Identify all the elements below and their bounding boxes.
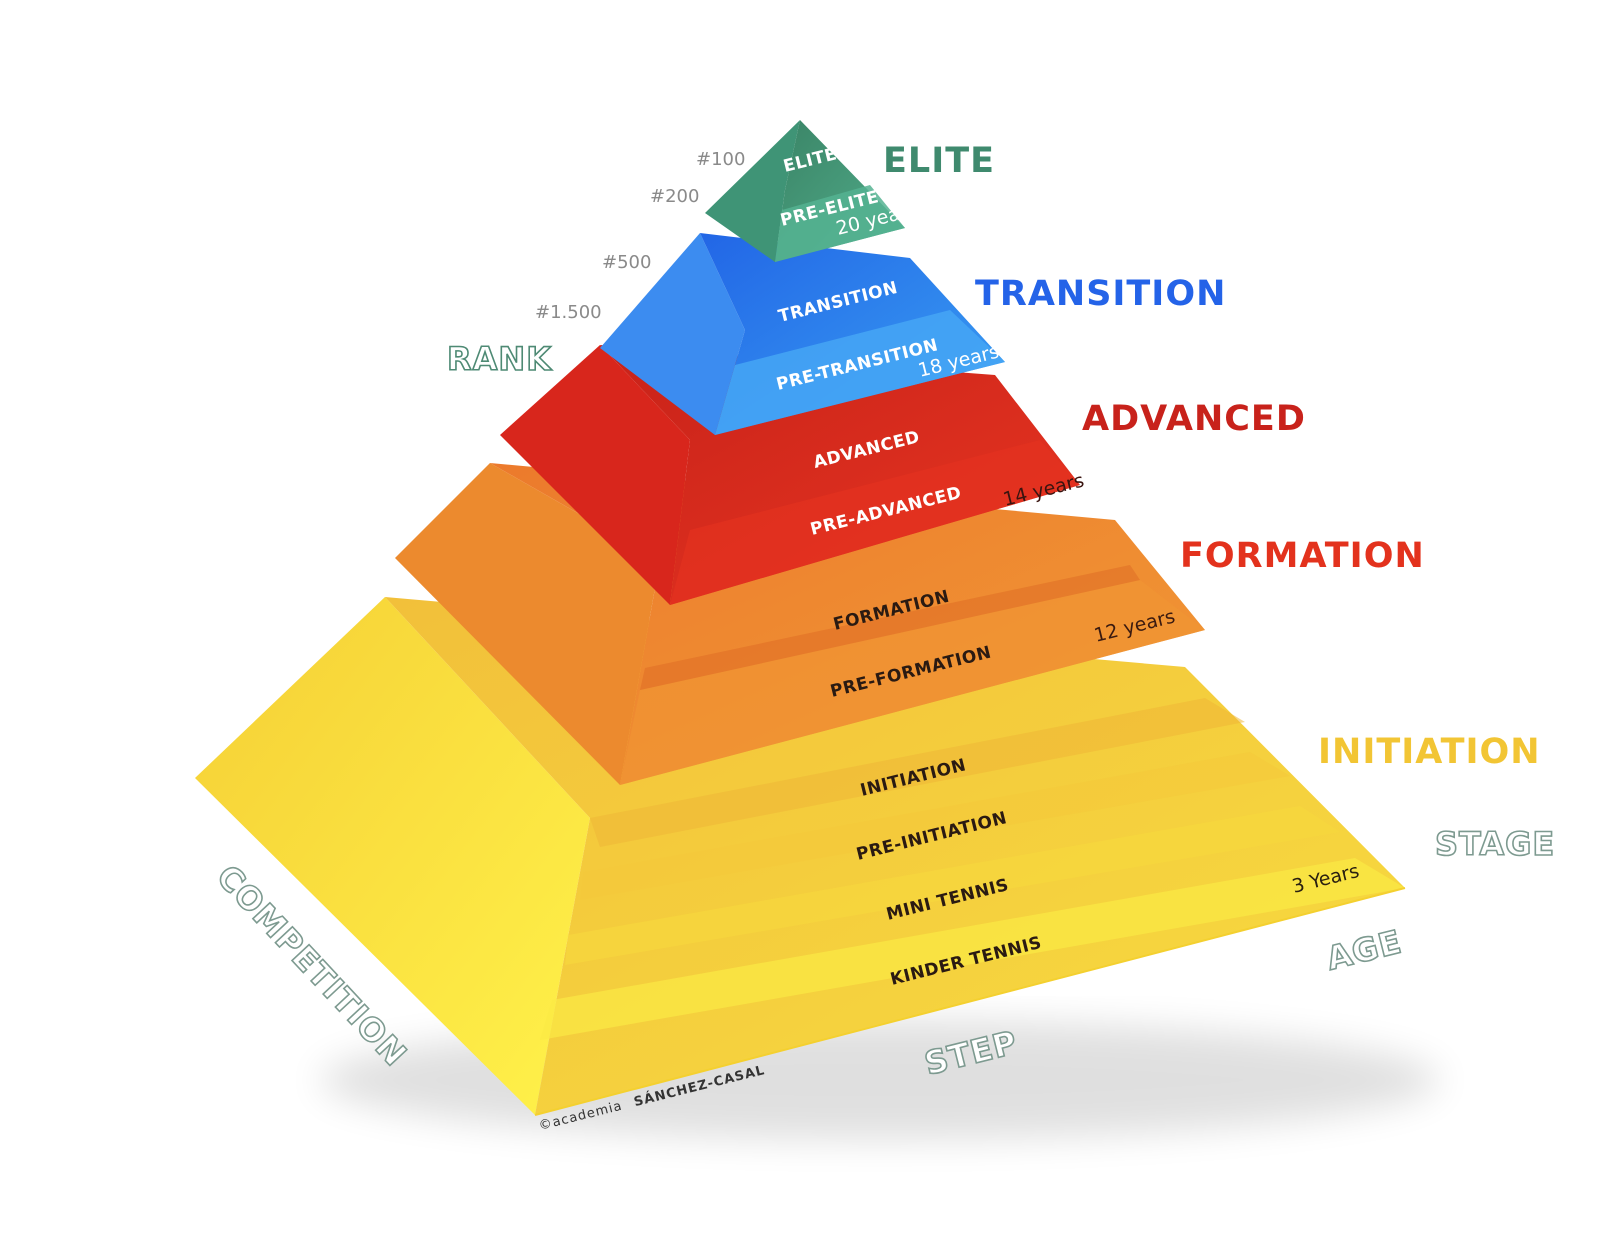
stage-labels: ELITE TRANSITION ADVANCED FORMATION INIT… bbox=[883, 141, 1541, 772]
stage-label-transition: TRANSITION bbox=[975, 274, 1226, 314]
tier-transition-band bbox=[715, 310, 1005, 435]
stage-label-advanced: ADVANCED bbox=[1082, 399, 1306, 439]
axis-label-stage: STAGE bbox=[1435, 825, 1555, 863]
tier-initiation-left-face bbox=[195, 597, 590, 1115]
rank-labels: #100 #200 #500 #1.500 bbox=[535, 149, 745, 323]
tier-formation-left-face bbox=[395, 463, 660, 785]
tier-formation-divider bbox=[640, 565, 1140, 690]
axis-label-age: AGE bbox=[1323, 923, 1406, 978]
tier-transition bbox=[600, 233, 1005, 435]
tier-elite-left-face bbox=[705, 120, 800, 262]
tier-advanced-band bbox=[670, 440, 1080, 605]
tier-initiation-band-1 bbox=[590, 698, 1245, 847]
tier-formation-band bbox=[620, 580, 1205, 785]
rank-label-100: #100 bbox=[696, 149, 745, 170]
tier-advanced-left-face bbox=[500, 345, 690, 605]
tier-initiation-edge bbox=[534, 887, 1406, 1116]
tier-initiation-band-4 bbox=[540, 858, 1405, 1040]
tier-initiation-band-2 bbox=[580, 752, 1290, 900]
stage-label-formation: FORMATION bbox=[1180, 536, 1425, 576]
rank-label-1500: #1.500 bbox=[535, 302, 602, 323]
tier-elite-band bbox=[775, 185, 905, 262]
tier-transition-left-face bbox=[600, 233, 745, 435]
tier-elite bbox=[705, 120, 905, 262]
rank-label-500: #500 bbox=[602, 252, 651, 273]
stage-label-initiation: INITIATION bbox=[1318, 732, 1541, 772]
axis-label-rank: RANK bbox=[447, 340, 552, 378]
tier-initiation-band-3 bbox=[565, 806, 1340, 965]
rank-label-200: #200 bbox=[650, 186, 699, 207]
stage-label-elite: ELITE bbox=[883, 141, 995, 181]
